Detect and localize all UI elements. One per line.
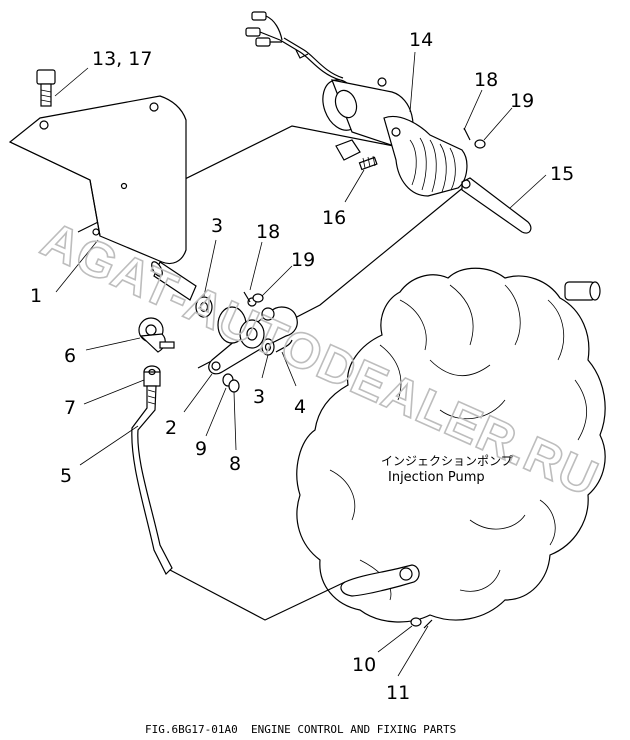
washer-small <box>474 139 486 149</box>
cotter-pin <box>243 291 251 303</box>
solenoid <box>322 77 468 197</box>
injection-pump <box>296 267 606 623</box>
callout-numbers: 13, 17 14 18 19 15 16 3 18 19 1 6 7 5 2 … <box>30 29 574 704</box>
wire-harness <box>245 11 344 81</box>
callout-18-lower: 18 <box>256 221 280 243</box>
pin-lower <box>423 619 433 629</box>
shaft-pin <box>151 261 213 318</box>
pump-label-jp: インジェクションポンプ <box>381 454 513 468</box>
rod-nut <box>143 365 161 387</box>
washer-small-2 <box>252 293 264 303</box>
callout-13-17: 13, 17 <box>92 48 152 70</box>
callout-15: 15 <box>550 163 574 185</box>
callout-5: 5 <box>60 465 72 487</box>
screw <box>358 155 378 171</box>
lever <box>208 297 298 375</box>
callout-1: 1 <box>30 285 42 307</box>
bolt <box>36 69 56 107</box>
pin <box>463 127 471 141</box>
callout-18-upper: 18 <box>474 69 498 91</box>
callout-8: 8 <box>229 453 241 475</box>
callout-6: 6 <box>64 345 76 367</box>
ball-joint <box>138 317 175 353</box>
plunger-rod <box>461 177 532 234</box>
clip <box>275 339 293 353</box>
callout-2: 2 <box>165 417 177 439</box>
linkage-line-lower <box>169 569 346 621</box>
figure-caption: FIG.6BG17-01A0 ENGINE CONTROL AND FIXING… <box>145 723 456 736</box>
callout-9: 9 <box>195 438 207 460</box>
bracket <box>8 95 187 265</box>
callout-7: 7 <box>64 397 76 419</box>
washer-lower <box>410 617 422 627</box>
callout-14: 14 <box>409 29 433 51</box>
callout-16: 16 <box>322 207 346 229</box>
callout-19-upper: 19 <box>510 90 534 112</box>
leader-lines <box>54 51 547 677</box>
callout-19-lower: 19 <box>291 249 315 271</box>
callout-4: 4 <box>294 396 306 418</box>
control-rod <box>131 385 173 576</box>
callout-10: 10 <box>352 654 376 676</box>
watermark: AGAT-AUTODEALER.RU <box>34 211 607 507</box>
callout-3-lower: 3 <box>253 386 265 408</box>
callout-3-upper: 3 <box>211 215 223 237</box>
pump-label-en: Injection Pump <box>388 470 485 485</box>
callout-11: 11 <box>386 682 410 704</box>
